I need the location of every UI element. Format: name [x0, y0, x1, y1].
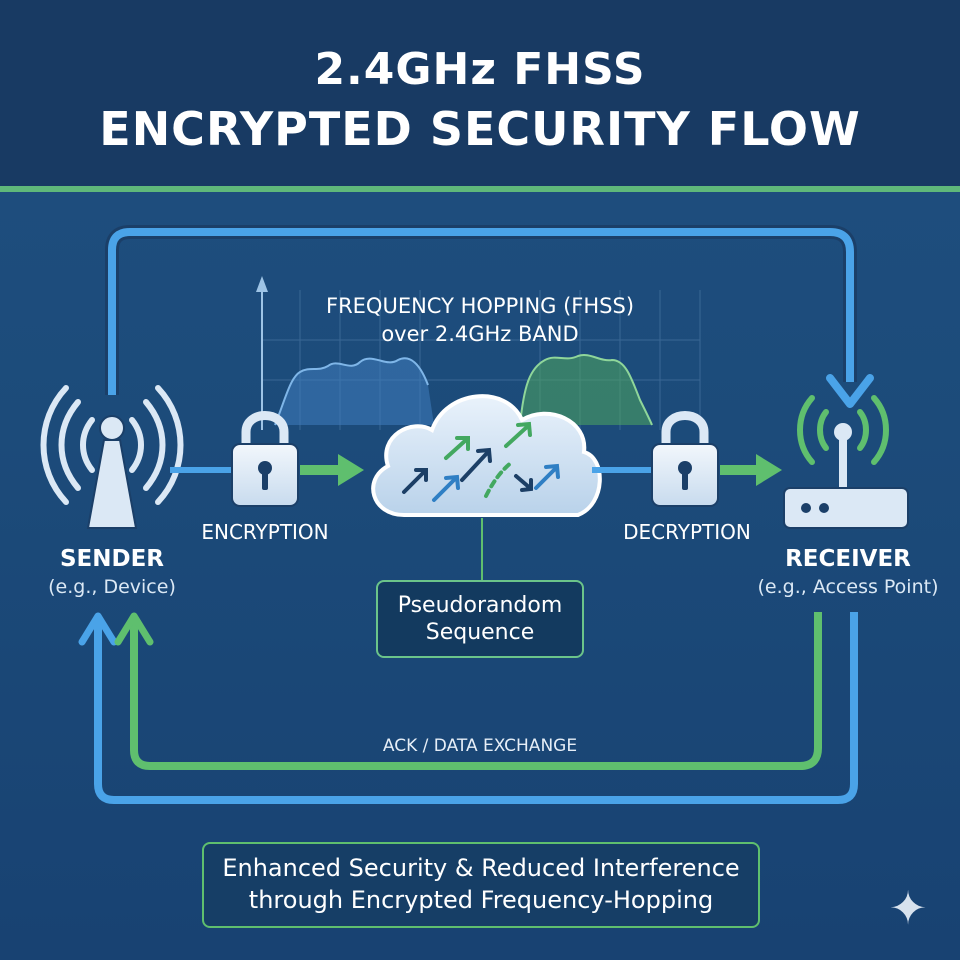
- encryption-label: ENCRYPTION: [201, 520, 329, 544]
- top-loop-arrow: [108, 228, 854, 395]
- summary-line2: through Encrypted Frequency-Hopping: [248, 886, 714, 914]
- summary-line1: Enhanced Security & Reduced Interference: [222, 854, 740, 882]
- bottom-loop-inner-arrowhead: [114, 612, 154, 646]
- lock-icon-decryption: [651, 411, 719, 507]
- receiver-sublabel: (e.g., Access Point): [757, 576, 939, 598]
- header-divider: [0, 186, 960, 192]
- summary-box: Enhanced Security & Reduced Interference…: [202, 842, 760, 928]
- receiver-label: RECEIVER: [785, 546, 911, 572]
- decryption-arrowhead: [756, 454, 782, 486]
- pseudorandom-sequence-box: Pseudorandom Sequence: [376, 580, 584, 658]
- sparkle-icon: ✦: [888, 882, 928, 934]
- bottom-loop-outer: [94, 612, 858, 804]
- cloud-icon: [371, 394, 602, 517]
- sequence-line1: Pseudorandom: [397, 593, 563, 618]
- header-band: [0, 0, 960, 186]
- decryption-label: DECRYPTION: [623, 520, 751, 544]
- page-title-line1: 2.4GHz FHSS: [314, 44, 646, 95]
- lock-icon: [231, 411, 299, 507]
- sender-sublabel: (e.g., Device): [48, 576, 176, 598]
- fhss-label-line2: over 2.4GHz BAND: [381, 322, 579, 346]
- ack-label: ACK / DATA EXCHANGE: [382, 736, 578, 756]
- sequence-line2: Sequence: [425, 620, 535, 645]
- spectrum-green-band: [520, 355, 652, 425]
- fhss-label-line1: FREQUENCY HOPPING (FHSS): [325, 294, 635, 318]
- page-title-line2: ENCRYPTED SECURITY FLOW: [99, 102, 861, 156]
- bottom-loop-outer-arrowhead: [78, 612, 118, 646]
- bottom-loop-inner: [130, 612, 822, 770]
- sender-label: SENDER: [59, 546, 165, 572]
- antenna-icon: [40, 385, 184, 529]
- spectrum-chart: [256, 276, 701, 430]
- encryption-arrowhead: [338, 454, 364, 486]
- top-loop-arrowhead: [826, 374, 874, 408]
- router-icon: [783, 395, 909, 529]
- spectrum-blue-band: [275, 358, 434, 425]
